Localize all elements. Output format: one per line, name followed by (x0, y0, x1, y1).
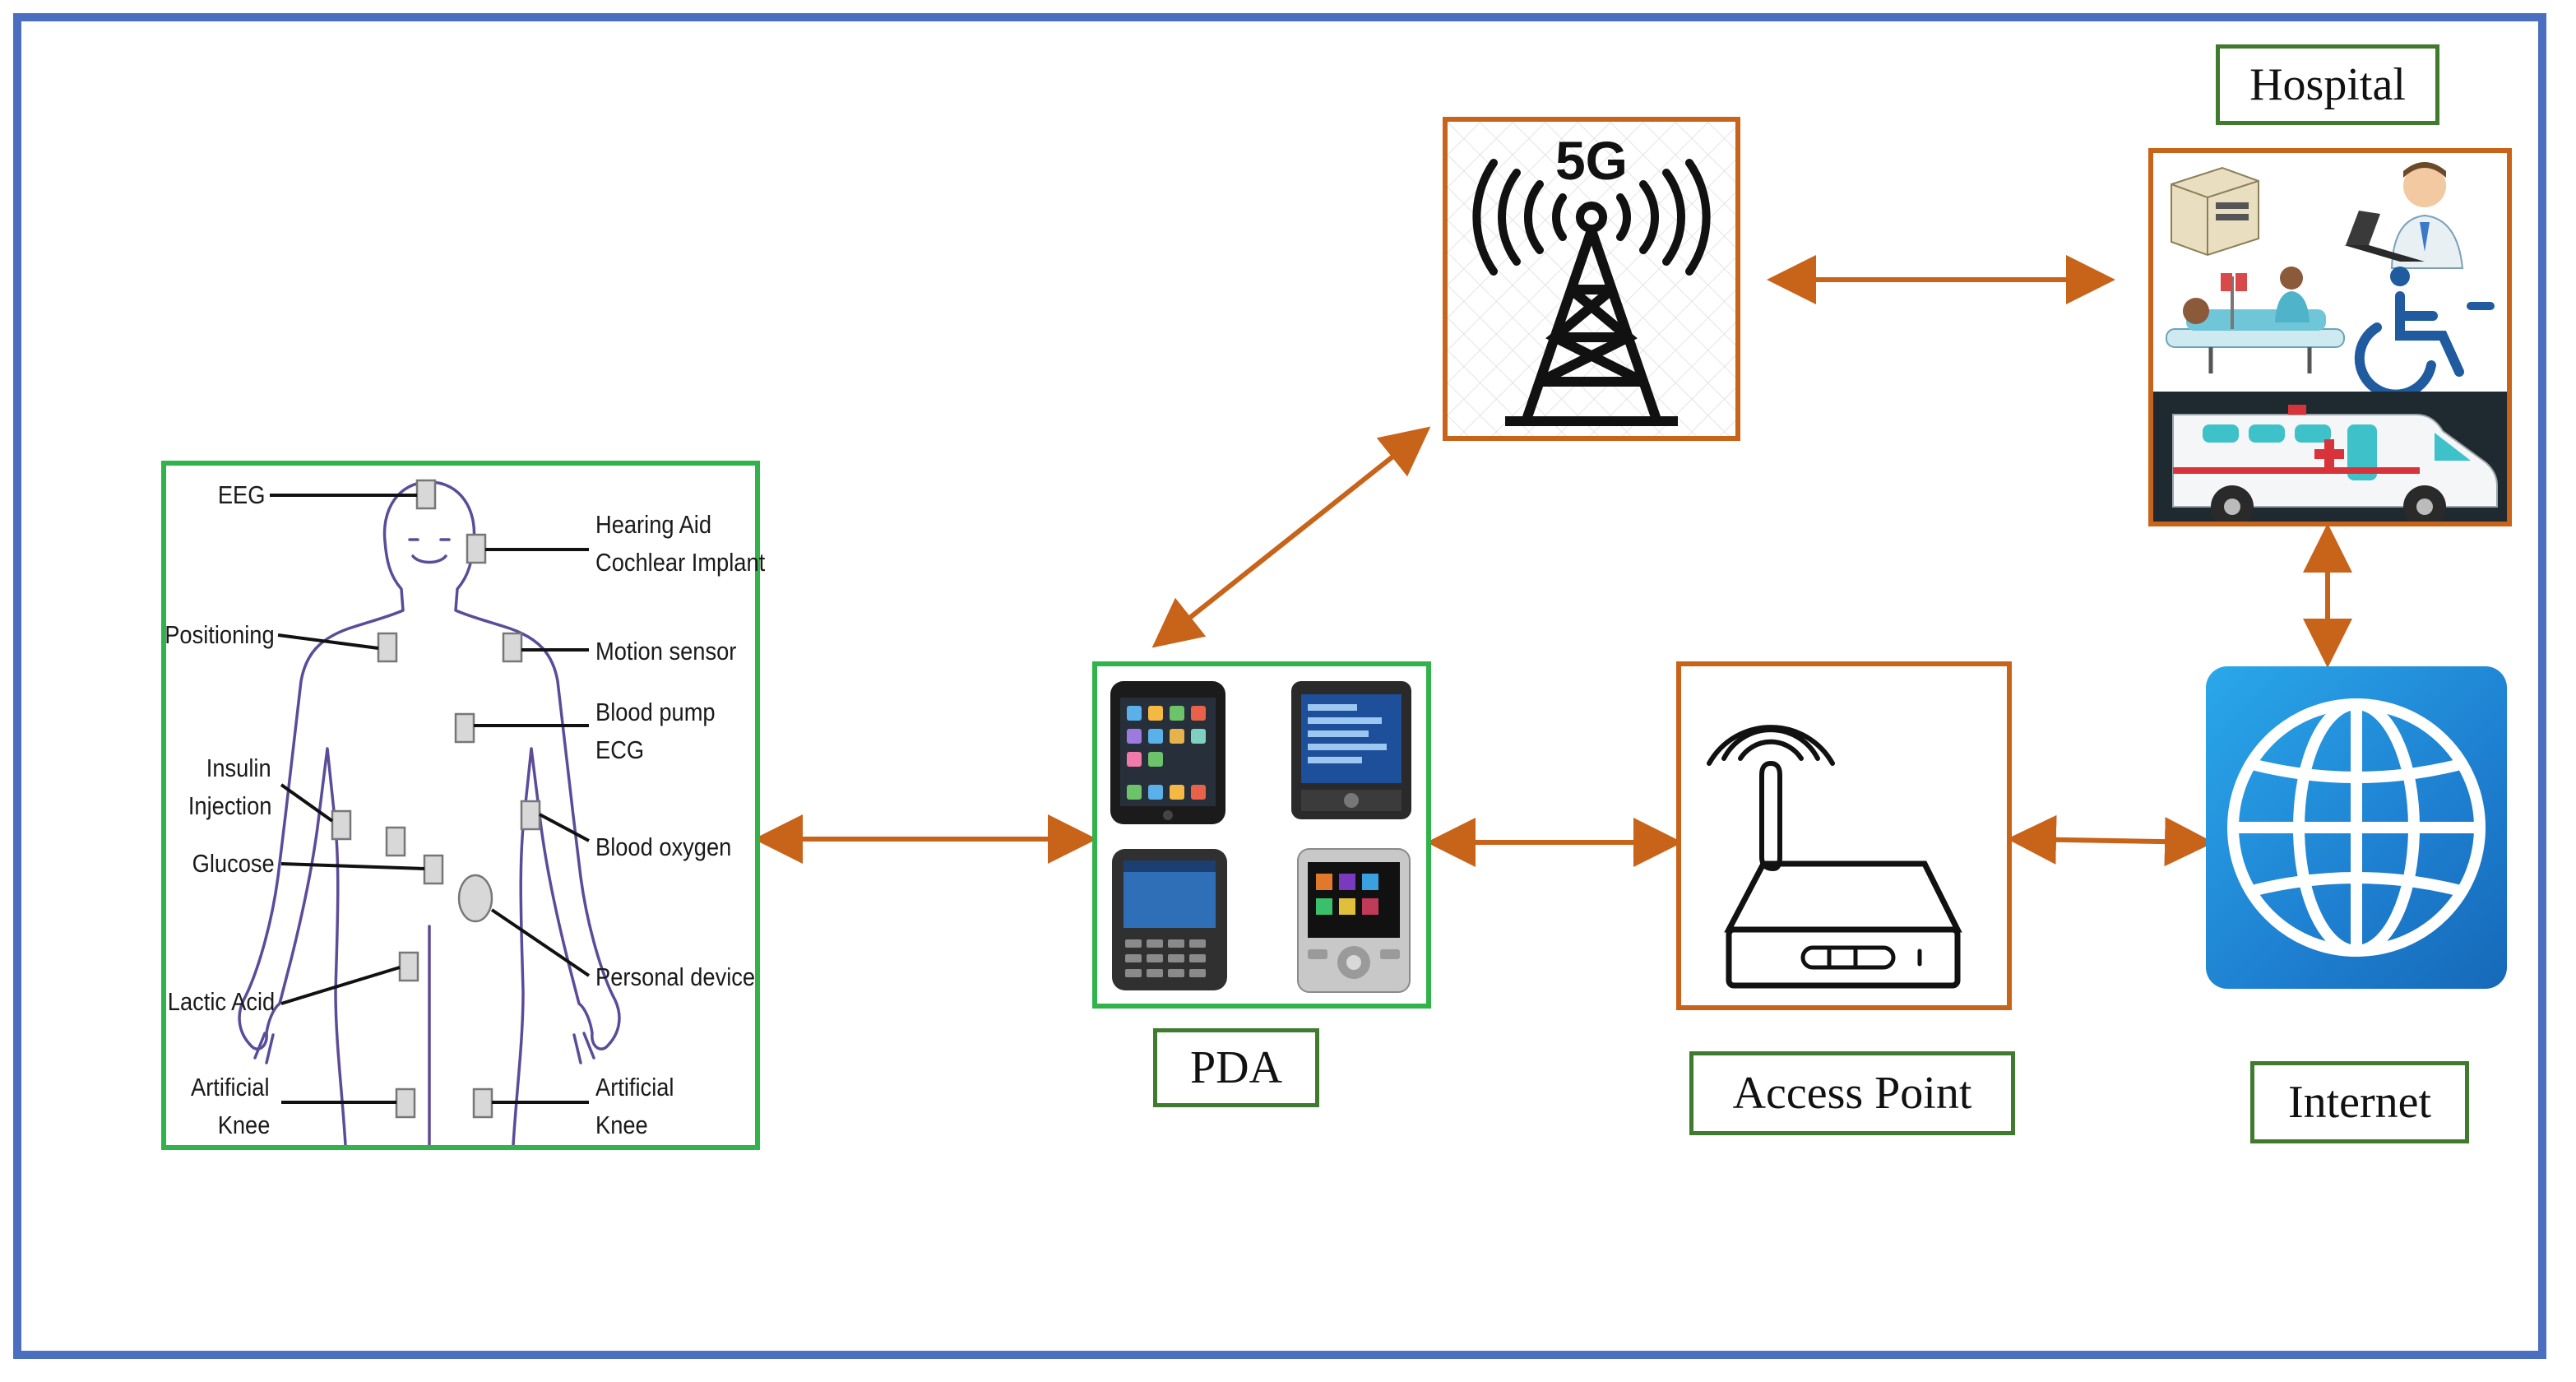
phone-touchscreen-icon (1110, 681, 1225, 824)
label-insulin: Insulin (206, 754, 271, 782)
label-cochlear-implant: Cochlear Implant (595, 548, 766, 577)
patient-bed-icon (2166, 267, 2345, 373)
phone-rugged-icon (1112, 849, 1227, 990)
label-artificial-knee-left-1: Artificial (191, 1073, 270, 1101)
body-sensor-panel: EEG Hearing Aid Cochlear Implant Positio… (161, 461, 765, 1150)
access-point-box (1676, 661, 2012, 1010)
label-artificial-knee-right-2: Knee (595, 1111, 648, 1139)
doctor-icon (2344, 162, 2464, 269)
hospital-collage-icon (2153, 162, 2507, 522)
phone-media-icon (1297, 848, 1411, 993)
arrow-access-point-internet (2007, 814, 2214, 867)
label-personal-device: Personal device (595, 962, 756, 991)
hospital-label: Hospital (2216, 44, 2439, 125)
label-artificial-knee-right-1: Artificial (595, 1073, 674, 1101)
label-lactic-acid: Lactic Acid (167, 987, 275, 1016)
label-motion-sensor: Motion sensor (595, 637, 737, 665)
ambulance-icon (2153, 392, 2507, 522)
label-blood-oxygen: Blood oxygen (595, 832, 732, 861)
arrow-pda-5g (1151, 426, 1431, 648)
mobile-devices-icon (1110, 681, 1411, 993)
label-glucose: Glucose (192, 849, 275, 878)
phone-windows-icon (1291, 681, 1411, 819)
network-5g-box: 5G (1443, 117, 1740, 441)
sensor-pads (331, 479, 541, 1119)
hospital-box (2148, 148, 2512, 526)
label-injection: Injection (188, 791, 271, 820)
globe-icon (2227, 698, 2486, 957)
human-body-icon (238, 479, 621, 1145)
outer-frame (13, 13, 2546, 1359)
internet-globe-tile (2206, 666, 2507, 989)
label-eeg: EEG (217, 480, 265, 509)
label-positioning: Positioning (164, 620, 275, 649)
pda-label: PDA (1153, 1028, 1319, 1107)
label-blood-pump: Blood pump (595, 698, 716, 726)
cell-tower-icon: 5G (1448, 122, 1735, 436)
server-icon (2171, 166, 2259, 257)
wheelchair-icon (2354, 267, 2495, 400)
pda-devices-box (1092, 661, 1431, 1009)
label-hearing-aid: Hearing Aid (595, 510, 712, 539)
internet-label: Internet (2250, 1061, 2469, 1143)
access-point-label: Access Point (1689, 1051, 2015, 1135)
5g-text: 5G (1555, 130, 1628, 191)
label-artificial-knee-left-2: Knee (217, 1111, 270, 1139)
router-icon (1707, 725, 1962, 989)
label-ecg: ECG (595, 735, 645, 764)
